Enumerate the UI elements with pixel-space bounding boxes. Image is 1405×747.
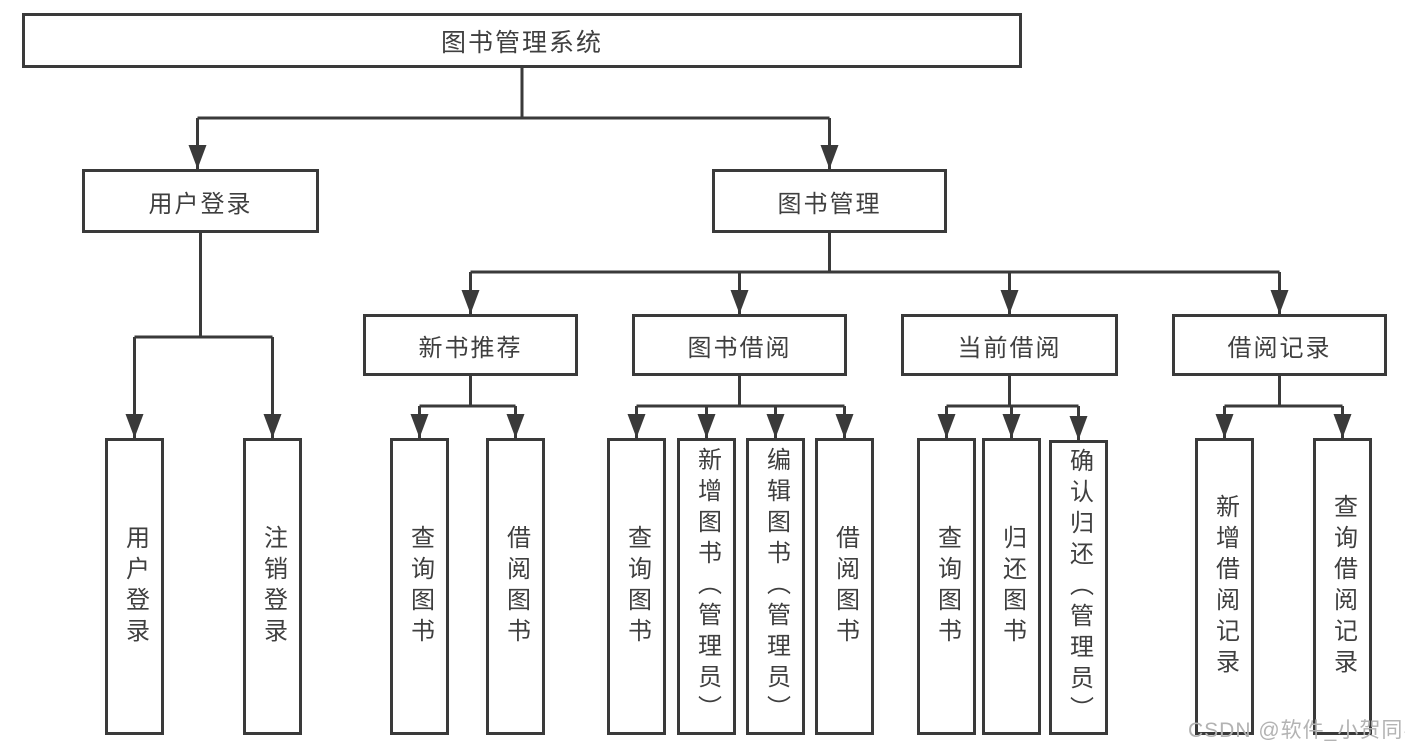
leaf-current-return-books: 归还图书: [982, 438, 1041, 735]
leaf-current-query-books: 查询图书: [917, 438, 976, 735]
node-new-book-recommend-label: 新书推荐: [418, 334, 523, 362]
node-book-management: 图书管理: [712, 169, 947, 233]
leaf-recommend-query-books: 查询图书: [390, 438, 449, 735]
node-book-management-label: 图书管理: [777, 190, 882, 218]
leaf-recommend-borrow-books: 借阅图书: [486, 438, 545, 735]
node-book-borrowing: 图书借阅: [632, 314, 847, 376]
leaf-borrowing-query-books: 查询图书: [607, 438, 666, 735]
node-user-login-label: 用户登录: [148, 190, 253, 218]
node-borrowing-records-label: 借阅记录: [1227, 334, 1332, 362]
leaf-records-query-record: 查询借阅记录: [1313, 438, 1372, 735]
leaf-records-add-record: 新增借阅记录: [1195, 438, 1254, 735]
leaf-borrowing-edit-books-admin: 编辑图书（管理员）: [746, 438, 805, 735]
node-root-label: 图书管理系统: [440, 28, 603, 57]
csdn-watermark: CSDN @软件_小贺同学: [1188, 719, 1405, 742]
leaf-logout: 注销登录: [243, 438, 302, 735]
node-root: 图书管理系统: [22, 13, 1022, 68]
leaf-user-login: 用户登录: [105, 438, 164, 735]
node-borrowing-records: 借阅记录: [1172, 314, 1387, 376]
leaf-borrowing-borrow-books: 借阅图书: [815, 438, 874, 735]
leaf-current-confirm-return-admin: 确认归还（管理员）: [1049, 440, 1108, 735]
node-book-borrowing-label: 图书借阅: [687, 334, 792, 362]
node-current-borrowing: 当前借阅: [901, 314, 1118, 376]
node-new-book-recommend: 新书推荐: [363, 314, 578, 376]
node-current-borrowing-label: 当前借阅: [957, 334, 1062, 362]
node-user-login: 用户登录: [82, 169, 319, 233]
leaf-borrowing-add-books-admin: 新增图书（管理员）: [677, 438, 736, 735]
